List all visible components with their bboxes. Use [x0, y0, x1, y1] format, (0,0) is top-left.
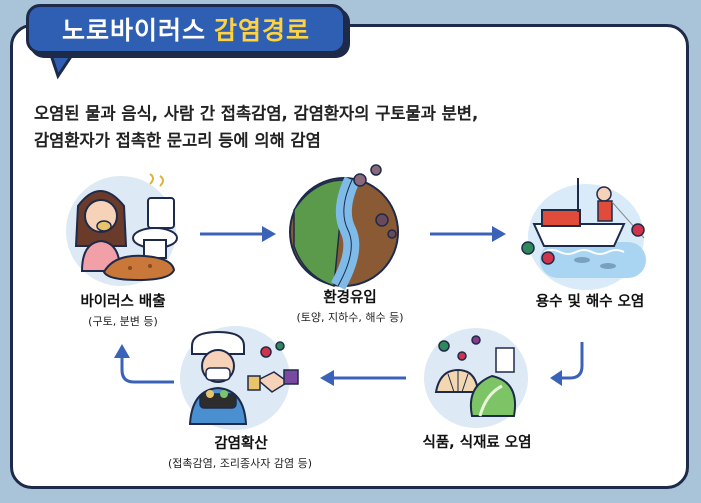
arrow-up-left-icon [114, 344, 174, 384]
description-line1: 오염된 물과 음식, 사람 간 접촉감염, 감염환자의 구토물과 분변, [34, 104, 479, 123]
step2-sublabel: (토양, 지하수, 해수 등) [296, 311, 404, 324]
speech-tail-icon [47, 50, 77, 80]
vomiting-person-illustration-icon [74, 173, 178, 282]
step4-label: 식품, 식재료 오염 [422, 435, 532, 451]
title-part2: 감염경로 [214, 16, 311, 45]
fishing-boat-sea-illustration-icon [521, 178, 646, 278]
page-title: 노로바이러스 감염경로 [26, 4, 346, 54]
description: 오염된 물과 음식, 사람 간 접촉감염, 감염환자의 구토물과 분변, 감염환… [34, 100, 654, 154]
arrow-down-left-icon [550, 342, 584, 386]
step3-label: 용수 및 해수 오염 [535, 294, 645, 310]
environment-globe-illustration-icon [289, 164, 399, 290]
cook-handshake-illustration-icon [188, 330, 299, 425]
step1-label: 바이러스 배출 [80, 294, 166, 310]
step1-sublabel: (구토, 분변 등) [88, 315, 158, 328]
step5-label: 감염확산 [214, 436, 268, 452]
step5-sublabel: (접촉감염, 조리종사자 감염 등) [167, 457, 312, 470]
food-cabbage-shell-illustration-icon [434, 335, 516, 417]
arrow-right-icon [430, 226, 506, 242]
title-part1: 노로바이러스 [61, 16, 206, 45]
arrow-left-icon [320, 370, 406, 386]
description-line2: 감염환자가 접촉한 문고리 등에 의해 감염 [34, 131, 321, 150]
step2-label: 환경유입 [323, 290, 377, 306]
arrow-right-icon [200, 226, 276, 242]
